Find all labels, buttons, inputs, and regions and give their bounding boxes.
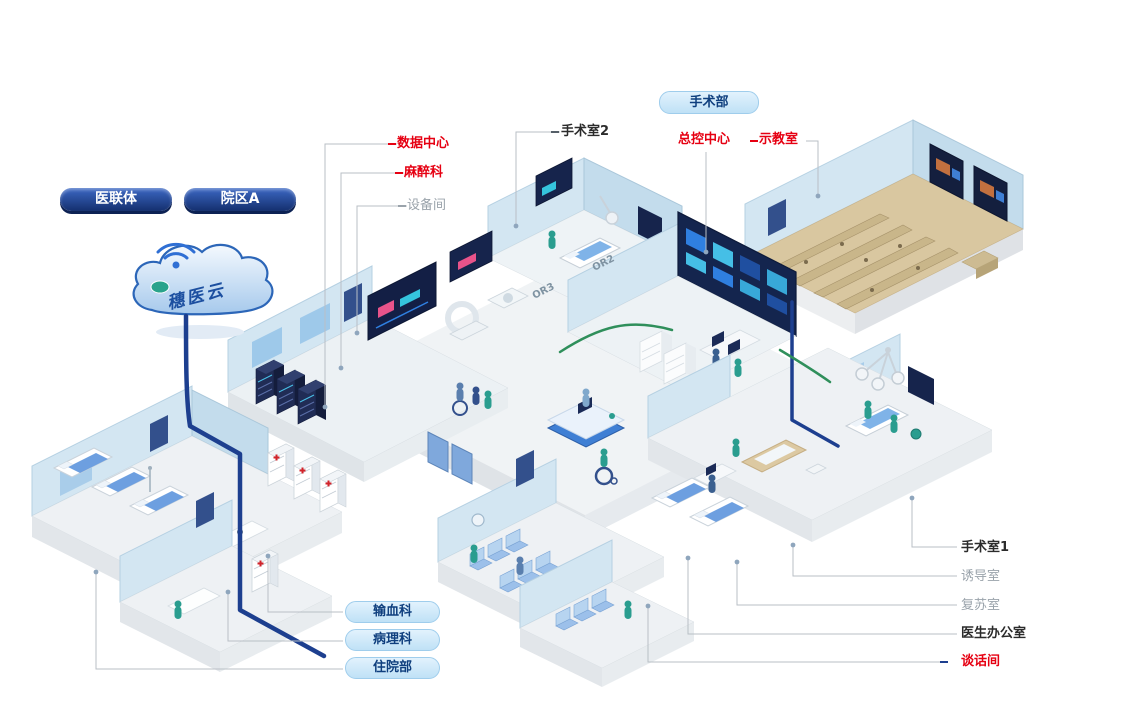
record-lockers bbox=[639, 330, 696, 385]
classroom-podium bbox=[961, 250, 999, 279]
label-anesthesiology: 麻醉科 bbox=[404, 165, 444, 180]
elevator-doors bbox=[427, 431, 473, 485]
or1-operating-table bbox=[844, 404, 910, 437]
standing-patient-figure bbox=[624, 600, 632, 619]
ward-door bbox=[150, 415, 168, 452]
or2-operating-table bbox=[558, 237, 622, 269]
receptionist-figure bbox=[582, 388, 590, 407]
surgery-dept-tag: 手术部 bbox=[659, 91, 759, 114]
classroom-door bbox=[768, 199, 786, 236]
medical-display-wall bbox=[367, 261, 437, 341]
cloud-badge bbox=[150, 280, 170, 294]
doctor-figure bbox=[708, 474, 716, 493]
surgical-lamp bbox=[605, 211, 619, 225]
label-operating-room-2: 手术室2 bbox=[561, 124, 610, 139]
recovery-bed bbox=[689, 496, 749, 527]
surgeon-figure bbox=[864, 400, 872, 419]
network-cables bbox=[183, 300, 840, 659]
label-doctor-office: 医生办公室 bbox=[961, 626, 1027, 641]
inpatient-tag: 住院部 bbox=[345, 657, 440, 679]
label-operating-room-1: 手术室1 bbox=[961, 540, 1010, 555]
waiting-door bbox=[516, 450, 534, 487]
label-equipment-room: 设备间 bbox=[407, 198, 447, 213]
campus-a-button[interactable]: 院区A bbox=[184, 188, 296, 211]
or1-surgical-light bbox=[855, 347, 905, 391]
medical-alliance-button[interactable]: 医联体 bbox=[60, 188, 172, 211]
cloud-shadow bbox=[156, 325, 244, 339]
wifi-icon bbox=[156, 242, 196, 269]
equipment-wing bbox=[227, 261, 529, 482]
inpatient-ward-block bbox=[31, 385, 347, 672]
label-data-center: 数据中心 bbox=[397, 136, 450, 151]
doctor-figure bbox=[732, 438, 740, 457]
operator-figure bbox=[734, 358, 742, 377]
master-control-room bbox=[567, 211, 797, 393]
classroom-screens bbox=[929, 143, 1008, 222]
imaging-machine bbox=[487, 287, 529, 309]
cable-cloud-to-building bbox=[183, 313, 327, 659]
label-recovery-room: 复苏室 bbox=[961, 598, 1001, 613]
label-master-control: 总控中心 bbox=[678, 132, 731, 147]
surgeon-figure bbox=[548, 230, 556, 249]
cable-control-to-or1 bbox=[790, 300, 840, 448]
wheelchair-wheel bbox=[452, 400, 468, 416]
label-talk-room: 谈话间 bbox=[961, 654, 1001, 669]
video-wall-screens bbox=[686, 228, 787, 315]
c-arm-machine bbox=[445, 301, 489, 341]
office-desk bbox=[693, 463, 737, 486]
exam-table bbox=[740, 439, 808, 473]
surgeon-figure bbox=[890, 414, 898, 433]
cloud bbox=[132, 243, 274, 316]
supply-cart bbox=[805, 463, 827, 475]
ward-door bbox=[196, 492, 214, 528]
waiting-patient-figure bbox=[516, 556, 524, 575]
wall-window bbox=[300, 303, 330, 344]
label-demo-classroom: 示教室 bbox=[759, 132, 799, 147]
cable-green-right bbox=[778, 348, 832, 384]
surgery-wing bbox=[647, 333, 993, 542]
surgical-stool bbox=[910, 428, 922, 440]
leader-lines bbox=[93, 131, 957, 670]
operating-suite bbox=[449, 157, 683, 307]
cable-green-left bbox=[558, 323, 674, 354]
corridor-people bbox=[452, 382, 618, 486]
classroom-desk-rows bbox=[767, 213, 959, 310]
blood-transfusion-tag: 输血科 bbox=[345, 601, 440, 623]
pathology-tag: 病理科 bbox=[345, 629, 440, 651]
demo-classroom-block bbox=[744, 119, 1024, 334]
nurse-figure bbox=[174, 600, 182, 619]
or1-wall-monitor bbox=[908, 366, 934, 405]
label-induction-room: 诱导室 bbox=[961, 569, 1001, 584]
reception-desk bbox=[546, 397, 626, 448]
desk-plant bbox=[609, 413, 615, 419]
waiting-patient-figure bbox=[470, 544, 478, 563]
wall-fan bbox=[471, 513, 485, 527]
wheelchair-wheel bbox=[594, 466, 614, 486]
wall-window bbox=[252, 327, 282, 368]
